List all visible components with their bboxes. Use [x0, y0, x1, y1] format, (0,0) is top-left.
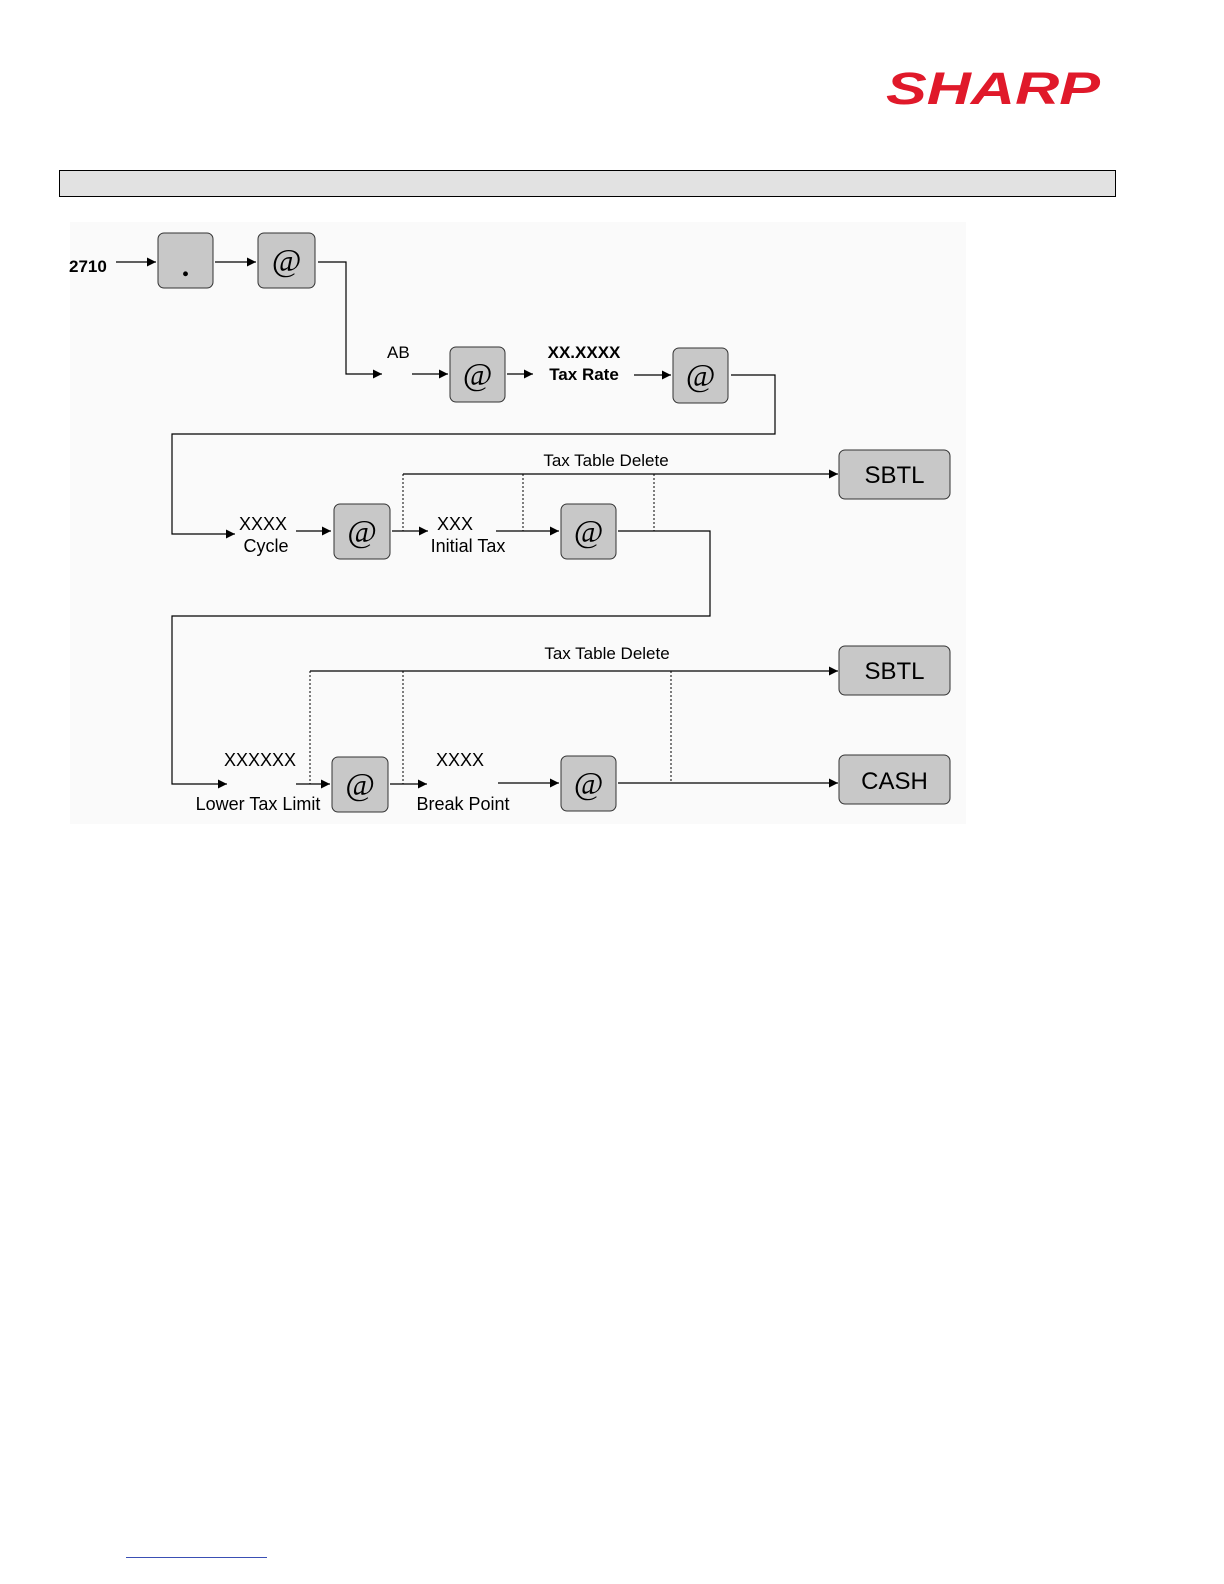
- at-key-4: @: [334, 504, 390, 559]
- at-key-3: @: [673, 348, 728, 403]
- at-key-1: @: [258, 233, 315, 288]
- connector-lines: [116, 262, 838, 784]
- at-key-2: @: [450, 347, 505, 402]
- footer-link-underline[interactable]: [126, 1557, 267, 1558]
- arrow-to-ab: [318, 262, 382, 374]
- cycle-value: XXXX: [239, 514, 287, 534]
- at-key-7: @: [561, 756, 616, 811]
- svg-text:@: @: [345, 766, 374, 802]
- tax-table-delete-label-1: Tax Table Delete: [543, 451, 668, 470]
- decimal-key: .: [158, 233, 213, 288]
- sbtl-key-2: SBTL: [839, 646, 950, 695]
- svg-text:CASH: CASH: [861, 768, 928, 795]
- svg-text:@: @: [686, 357, 715, 393]
- lower-limit-label: Lower Tax Limit: [196, 794, 321, 814]
- break-point-value: XXXX: [436, 750, 484, 770]
- tax-rate-label: Tax Rate: [549, 365, 619, 384]
- sbtl-key-1: SBTL: [839, 450, 950, 499]
- svg-text:.: .: [182, 250, 190, 283]
- break-point-label: Break Point: [416, 794, 509, 814]
- start-code-label: 2710: [69, 257, 107, 276]
- at-key-5: @: [561, 504, 616, 559]
- initial-tax-label: Initial Tax: [431, 536, 506, 556]
- tax-rate-value: XX.XXXX: [548, 343, 621, 362]
- svg-text:@: @: [272, 242, 301, 278]
- svg-text:@: @: [574, 513, 603, 549]
- tax-table-delete-label-2: Tax Table Delete: [544, 644, 669, 663]
- at-key-6: @: [332, 757, 388, 812]
- svg-text:@: @: [347, 513, 376, 549]
- svg-text:SBTL: SBTL: [864, 658, 924, 685]
- svg-text:@: @: [463, 356, 492, 392]
- ab-label: AB: [387, 343, 410, 362]
- svg-text:@: @: [574, 765, 603, 801]
- initial-tax-value: XXX: [437, 514, 473, 534]
- terminal-keys: SBTL SBTL CASH: [839, 450, 950, 804]
- cycle-label: Cycle: [243, 536, 288, 556]
- lower-limit-value: XXXXXX: [224, 750, 296, 770]
- svg-text:SBTL: SBTL: [864, 462, 924, 489]
- cash-key: CASH: [839, 755, 950, 804]
